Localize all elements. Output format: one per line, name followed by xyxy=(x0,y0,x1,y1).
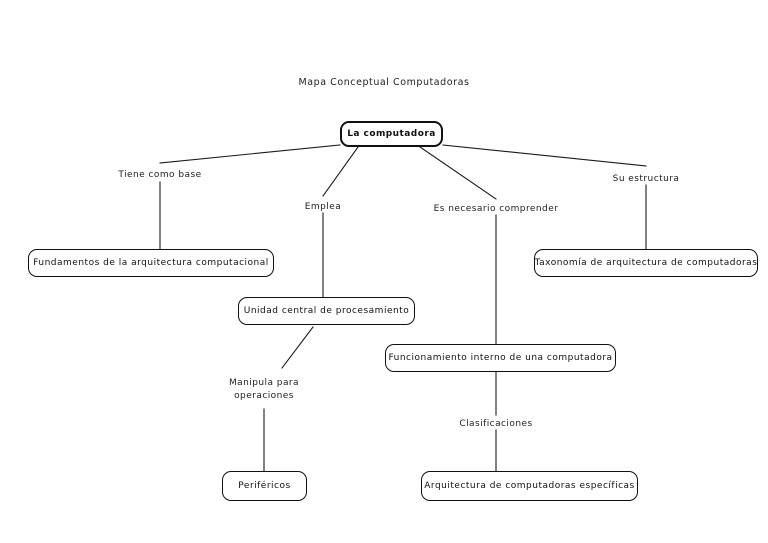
node-taxonomia-arquitectura-computadoras[interactable]: Taxonomía de arquitectura de computadora… xyxy=(534,249,758,277)
map-title: Mapa Conceptual Computadoras xyxy=(298,77,470,88)
link-label-operaciones: operaciones xyxy=(234,391,294,401)
node-fundamentos-arquitectura-computacional[interactable]: Fundamentos de la arquitectura computaci… xyxy=(28,249,274,277)
edge-root-to-tiene-como-base xyxy=(159,144,341,164)
node-perifericos[interactable]: Periféricos xyxy=(222,471,307,501)
link-label-es-necesario-comprender: Es necesario comprender xyxy=(433,204,559,214)
link-label-manipula-para: Manipula para xyxy=(228,378,300,388)
node-unidad-central-procesamiento[interactable]: Unidad central de procesamiento xyxy=(238,297,415,325)
edge-root-to-su-estructura xyxy=(442,144,647,167)
link-label-su-estructura: Su estructura xyxy=(612,174,680,184)
link-label-clasificaciones: Clasificaciones xyxy=(459,419,533,429)
edge-root-to-emplea xyxy=(322,146,359,197)
link-label-emplea: Emplea xyxy=(304,202,342,212)
node-la-computadora[interactable]: La computadora xyxy=(340,121,443,147)
node-funcionamiento-interno-computadora[interactable]: Funcionamiento interno de una computador… xyxy=(385,344,616,372)
edge-root-to-es-necesario xyxy=(419,146,497,200)
node-arquitectura-computadoras-especificas[interactable]: Arquitectura de computadoras específicas xyxy=(421,471,638,501)
link-label-tiene-como-base: Tiene como base xyxy=(118,170,202,180)
edge-cpu-to-manipula-para xyxy=(281,326,314,369)
